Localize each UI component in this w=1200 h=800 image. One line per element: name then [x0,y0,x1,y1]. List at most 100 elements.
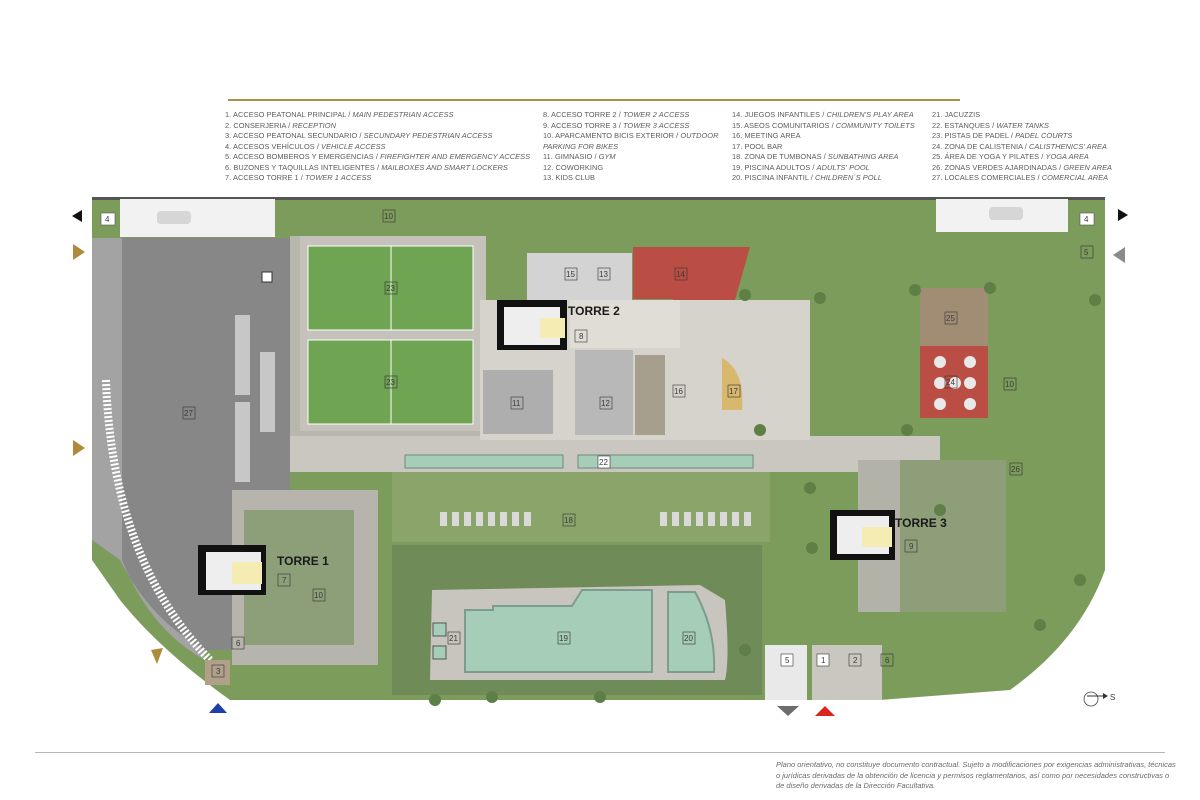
site-plan: TORRE 2 TORRE 1 TORRE 3 4 4 5 23 23 27 1… [72,197,1128,716]
legend-item: 6. BUZONES Y TAQUILLAS INTELIGENTES / MA… [225,163,530,174]
water-tank-west [404,454,564,469]
disclaimer: Plano orientativo, no constituye documen… [776,760,1176,790]
svg-text:6: 6 [885,656,890,665]
legend-item-es: 14. JUEGOS INFANTILES / [732,110,827,119]
legend: 1. ACCESO PEATONAL PRINCIPAL / MAIN PEDE… [0,110,1200,190]
legend-item-en: GREEN AREA [1063,162,1113,172]
legend-item-es: 25. ÁREA DE YOGA Y PILATES / [932,152,1046,161]
legend-item: 18. ZONA DE TUMBONAS / SUNBATHING AREA [732,152,915,163]
legend-item: 8. ACCESO TORRE 2 / TOWER 2 ACCESS [543,110,718,121]
legend-item-en: TOWER 2 ACCESS [623,110,690,119]
map-markers: 4 4 5 23 23 27 10 14 13 15 8 11 12 16 17… [100,209,1095,678]
legend-item-en: RECEPTION [292,120,336,130]
legend-item-en: SECUNDARY PEDESTRIAN ACCESS [363,131,493,140]
svg-text:6: 6 [236,639,241,648]
legend-item-en: PADEL COURTS [1015,131,1073,140]
legend-item-es: 23. PISTAS DE PADEL / [932,131,1016,140]
svg-text:15: 15 [566,270,575,279]
tower-2-building [527,253,632,301]
svg-text:14: 14 [676,270,685,279]
legend-item: 9. ACCESO TORRE 3 / TOWER 3 ACCESS [543,121,718,132]
legend-item: 16. MEETING AREA [732,131,915,142]
legend-item-es: 26. ZONAS VERDES AJARDINADAS / [932,162,1064,172]
secondary-access-arrow-3 [151,648,163,664]
north-indicator [1083,691,1099,707]
tower-3-label: TORRE 3 [895,516,947,530]
svg-text:20: 20 [684,634,693,643]
legend-item-en: VEHICLE ACCESS [321,141,386,151]
play-area [673,247,750,300]
legend-item-es: 12. COWORKING [543,162,604,172]
legend-item-en: MAILBOXES AND SMART LOCKERS [381,162,508,172]
svg-text:8: 8 [579,332,584,341]
legend-item: 5. ACCESO BOMBEROS Y EMERGENCIAS / FIREF… [225,152,530,163]
svg-text:3: 3 [216,667,221,676]
secondary-access-arrow-1 [73,244,85,260]
legend-item: 14. JUEGOS INFANTILES / CHILDREN'S PLAY … [732,110,915,121]
legend-item-es: 10. APARCAMENTO BICIS EXTERIOR / [543,131,681,140]
legend-item-en: YOGA AREA [1045,152,1089,161]
svg-text:9: 9 [909,542,914,551]
south-access-road [765,645,807,700]
svg-text:17: 17 [729,387,738,396]
legend-item: 3. ACCESO PEATONAL SECUNDARIO / SECUNDAR… [225,131,530,142]
legend-item-es: 6. BUZONES Y TAQUILLAS INTELIGENTES / [225,162,382,172]
legend-item-es: 3. ACCESO PEATONAL SECUNDARIO / [225,131,364,140]
legend-item: 7. ACCESO TORRE 1 / TOWER 1 ACCESS [225,173,530,184]
legend-item-en: TOWER 1 ACCESS [305,173,372,182]
legend-item: 4. ACCESOS VEHÍCULOS / VEHICLE ACCESS [225,142,530,153]
svg-text:5: 5 [785,656,790,665]
legend-item-es: 4. ACCESOS VEHÍCULOS / [225,141,322,151]
emergency-access-arrow-south [777,706,799,716]
north-label: S [1110,693,1115,702]
legend-item-en: PARKING FOR BIKES [543,141,619,151]
tower-2-label: TORRE 2 [568,304,620,318]
svg-text:12: 12 [601,399,610,408]
legend-item-en: COMERCIAL AREA [1041,173,1109,182]
legend-item: 10. APARCAMENTO BICIS EXTERIOR / OUTDOOR [543,131,718,142]
legend-item-es: 27. LOCALES COMERCIALES / [932,173,1042,182]
svg-text:11: 11 [512,399,521,408]
water-tank-east [577,454,754,469]
legend-item-en: WATER TANKS [996,120,1050,130]
svg-text:18: 18 [564,516,573,525]
svg-text:10: 10 [314,591,323,600]
emergency-access-arrow-east [1113,247,1125,263]
legend-item-es: 20. PISCINA INFANTIL / [732,173,816,182]
sunbathing-lawn [392,472,770,542]
legend-item: 21. JACUZZIS [932,110,1112,121]
secondary-access-arrow-2 [73,440,85,456]
legend-item-en: GYM [598,152,616,161]
svg-text:13: 13 [599,270,608,279]
legend-item-es: 7. ACCESO TORRE 1 / [225,173,305,182]
svg-text:16: 16 [674,387,683,396]
yoga-area [920,288,988,346]
legend-item: 17. POOL BAR [732,142,915,153]
legend-item: 23. PISTAS DE PADEL / PADEL COURTS [932,131,1112,142]
legend-item-es: 2. CONSERJERIA / [225,120,293,130]
legend-item-es: 21. JACUZZIS [932,110,981,119]
legend-item-es: 1. ACCESO PEATONAL PRINCIPAL / [225,110,353,119]
legend-item: 25. ÁREA DE YOGA Y PILATES / YOGA AREA [932,152,1112,163]
legend-item-es: 19. PISCINA ADULTOS / [732,162,817,172]
legend-column-1: 1. ACCESO PEATONAL PRINCIPAL / MAIN PEDE… [225,110,530,184]
legend-column-3: 14. JUEGOS INFANTILES / CHILDREN'S PLAY … [732,110,915,184]
legend-item: 13. KIDS CLUB [543,173,718,184]
svg-text:23: 23 [386,284,395,293]
legend-item-es: 24. ZONA DE CALISTENIA / [932,141,1029,151]
svg-text:23: 23 [386,378,395,387]
legend-item-es: 13. KIDS CLUB [543,173,595,182]
svg-text:7: 7 [282,576,287,585]
svg-text:5: 5 [1084,248,1089,257]
legend-item-es: 22. ESTANQUES / [932,120,997,130]
pedestrian-access-arrow-south [815,706,835,716]
vehicle-access-arrow-east [1118,209,1128,221]
legend-item-en: OUTDOOR [680,131,719,140]
legend-item-en: CALISTHENICS' AREA [1028,141,1107,151]
legend-item-es: 8. ACCESO TORRE 2 / [543,110,623,119]
legend-item-es: 18. ZONA DE TUMBONAS / [732,152,828,161]
legend-item: 22. ESTANQUES / WATER TANKS [932,121,1112,132]
legend-item: 27. LOCALES COMERCIALES / COMERCIAL AREA [932,173,1112,184]
legend-item: 19. PISCINA ADULTOS / ADULTS' POOL [732,163,915,174]
